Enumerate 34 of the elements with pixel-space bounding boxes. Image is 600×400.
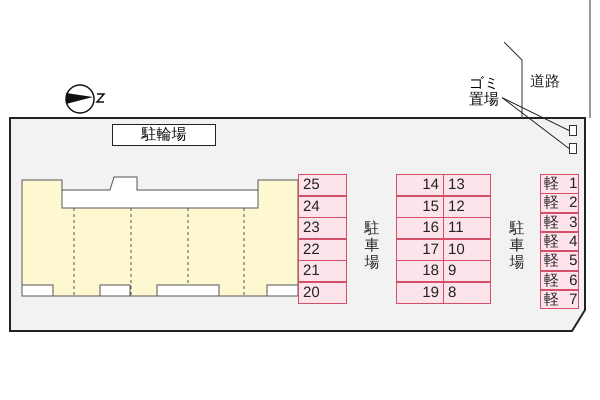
parking-space: 20: [298, 282, 347, 304]
parking-space: 21: [298, 260, 347, 282]
leader-line: [502, 97, 570, 131]
parking-space: 16: [396, 217, 444, 239]
parking-space: 19: [396, 282, 444, 304]
parking-space: 17: [396, 238, 444, 260]
parking-lot-label: 駐車場: [509, 220, 525, 271]
parking-space: 10: [443, 238, 491, 260]
parking-space: 8: [443, 282, 491, 304]
road-label: 道路: [530, 72, 560, 91]
garbage-bin-box: [569, 125, 577, 136]
parking-space: 軽 4: [540, 232, 579, 252]
parking-space: 9: [443, 260, 491, 282]
parking-space: 11: [443, 217, 491, 239]
parking-space: 22: [298, 238, 347, 260]
area-label: ゴミ置場: [466, 76, 502, 112]
parking-space: 18: [396, 260, 444, 282]
parking-space: 15: [396, 196, 444, 218]
parking-space: 24: [298, 196, 347, 218]
parking-space: 軽 3: [540, 212, 579, 232]
leader-line: [502, 97, 570, 149]
parking-space: 軽 7: [540, 290, 579, 310]
bicycle-parking-box: 駐輪場: [112, 124, 216, 146]
parking-space: 軽 5: [540, 251, 579, 271]
parking-lot-label: 駐車場: [364, 220, 380, 271]
parking-space: 14: [396, 174, 444, 196]
parking-space: 25: [298, 174, 347, 196]
parking-space: 12: [443, 196, 491, 218]
parking-space: 軽 1: [540, 174, 579, 194]
parking-space: 13: [443, 174, 491, 196]
garbage-bin-box: [569, 143, 577, 154]
parking-space: 軽 2: [540, 193, 579, 213]
parking-space: 軽 6: [540, 270, 579, 290]
parking-space: 23: [298, 217, 347, 239]
